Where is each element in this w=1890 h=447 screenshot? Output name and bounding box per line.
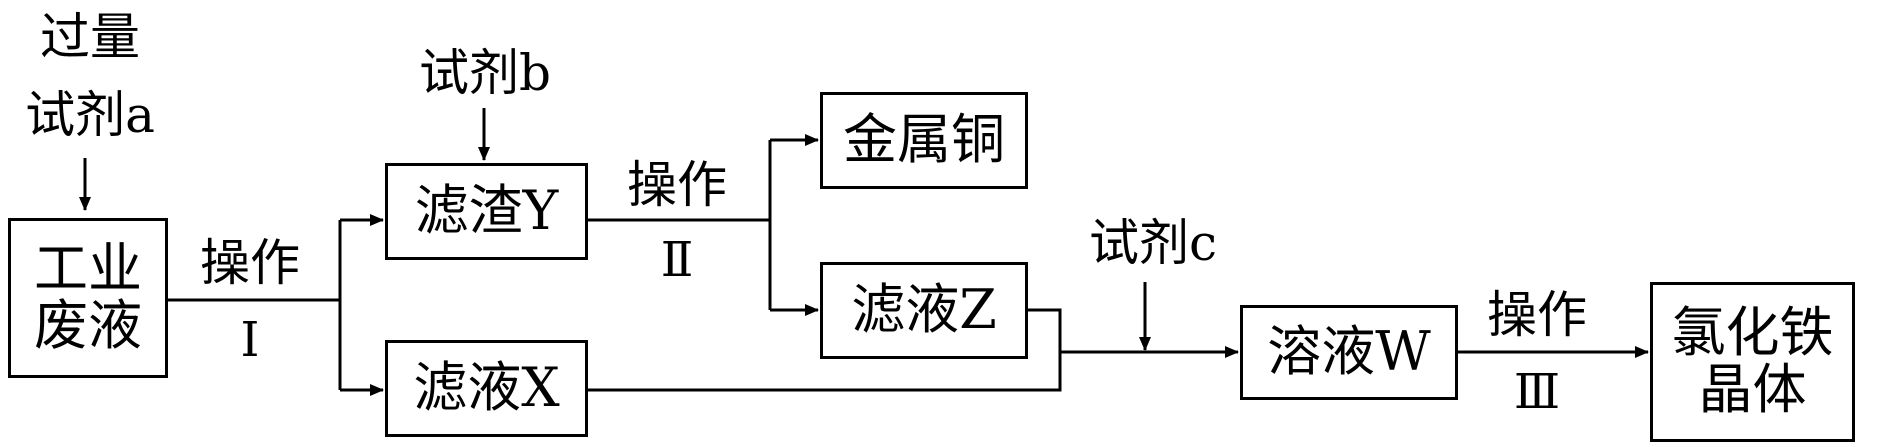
box-industrial-waste-line2: 废液 [34, 294, 142, 357]
label-operation-3: 操作 [1487, 286, 1587, 344]
label-reagent-a-line2: 试剂a [25, 86, 155, 144]
box-industrial-waste: 工业 废液 [8, 218, 168, 378]
box-metal-copper: 金属铜 [820, 92, 1028, 189]
box-industrial-waste-line1: 工业 [34, 237, 142, 301]
label-reagent-c: 试剂c [1088, 214, 1217, 272]
label-operation-1-numeral: Ⅰ [240, 312, 260, 368]
box-residue-y: 滤渣Y [385, 163, 588, 260]
label-reagent-a-line1: 过量 [40, 8, 140, 66]
label-operation-2: 操作 [627, 156, 727, 214]
box-ferric-chloride-crystal: 氯化铁 晶体 [1650, 282, 1855, 442]
label-operation-3-numeral: Ⅲ [1513, 364, 1561, 420]
box-filtrate-x-label: 滤液X [413, 356, 560, 420]
box-solution-w: 溶液W [1240, 305, 1458, 400]
line-filtrate-x-out [588, 352, 1062, 392]
label-operation-1: 操作 [200, 234, 300, 292]
line-filtrate-z-out [1028, 308, 1062, 352]
label-reagent-b: 试剂b [418, 44, 551, 102]
box-ferric-chloride-crystal-line2: 晶体 [1698, 358, 1807, 421]
box-filtrate-z-label: 滤液Z [851, 278, 997, 342]
box-filtrate-z: 滤液Z [820, 262, 1028, 359]
label-operation-2-numeral: Ⅱ [660, 232, 694, 288]
box-ferric-chloride-crystal-line1: 氯化铁 [1671, 301, 1834, 365]
box-metal-copper-label: 金属铜 [843, 108, 1005, 172]
box-filtrate-x: 滤液X [385, 340, 588, 437]
box-solution-w-label: 溶液W [1267, 320, 1431, 384]
box-residue-y-label: 滤渣Y [414, 179, 559, 243]
